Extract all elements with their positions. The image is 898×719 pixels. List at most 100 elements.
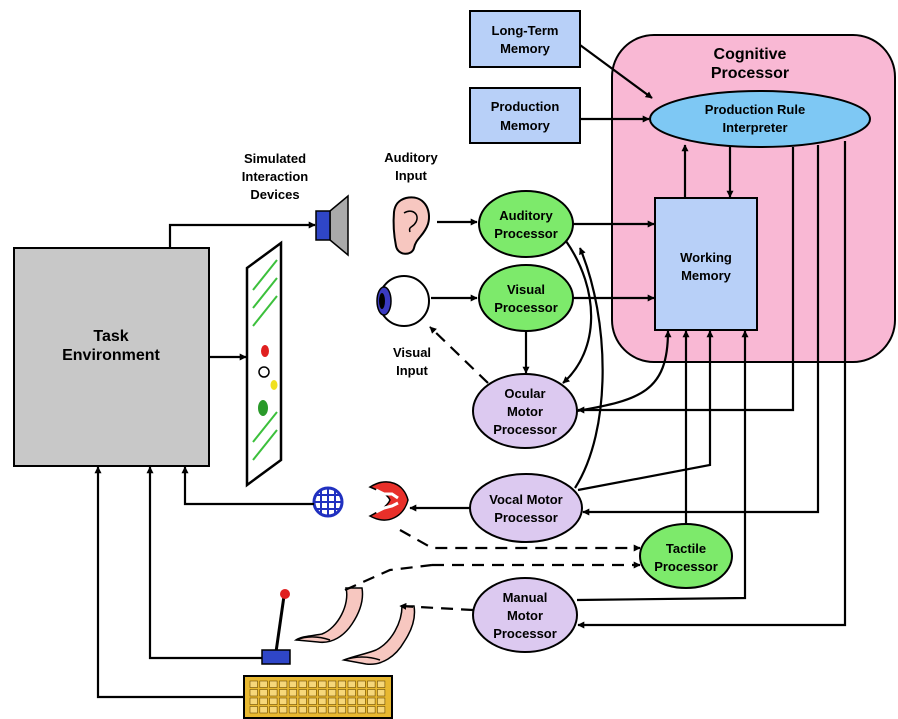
keyboard-key <box>347 697 356 705</box>
keyboard-key <box>328 689 337 697</box>
keyboard-key <box>298 680 307 688</box>
manual-motor-processor <box>472 577 578 653</box>
keyboard-key <box>259 706 268 714</box>
speaker-icon <box>315 194 349 257</box>
keyboard-key <box>337 706 347 714</box>
long-term-memory-box <box>469 10 581 68</box>
auditory-processor-label-2: Processor <box>494 226 558 241</box>
keyboard-key <box>357 697 366 705</box>
keyboard-key <box>347 680 356 688</box>
keyboard-key <box>318 706 327 714</box>
keyboard-key <box>288 680 298 688</box>
keyboard-key <box>308 680 317 688</box>
keyboard-key <box>249 689 258 697</box>
auditory-input-label-2: Input <box>395 168 427 183</box>
keyboard-key <box>308 706 317 714</box>
keyboard-key <box>318 689 327 697</box>
keyboard-key <box>377 706 386 714</box>
auditory-input-label-1: Auditory <box>384 150 438 165</box>
keyboard-key <box>259 697 268 705</box>
working-memory-label-1: Working <box>680 250 732 265</box>
keyboard-key <box>308 697 317 705</box>
keyboard-key <box>288 697 298 705</box>
vocal-motor-processor-label-2: Processor <box>494 510 558 525</box>
keyboard-key <box>367 706 376 714</box>
keyboard-key <box>249 697 258 705</box>
keyboard-key <box>328 697 337 705</box>
keyboard-key <box>357 689 366 697</box>
cognitive-processor-title-1: Cognitive <box>714 46 787 63</box>
microphone-icon <box>312 486 344 518</box>
task-environment-box <box>13 247 210 467</box>
keyboard-key <box>377 697 386 705</box>
keyboard-key <box>347 706 356 714</box>
tactile-processor-label-2: Processor <box>654 559 718 574</box>
keyboard-key <box>357 706 366 714</box>
keyboard-key <box>279 706 288 714</box>
auditory-processor <box>478 190 574 258</box>
keyboard-key <box>298 706 307 714</box>
auditory-processor-label-1: Auditory <box>499 208 553 223</box>
keyboard-key <box>269 697 278 705</box>
keyboard-key <box>298 689 307 697</box>
production-memory-box <box>469 87 581 144</box>
task-environment-label-2: Environment <box>62 347 160 364</box>
visual-input-label-2: Input <box>396 363 428 378</box>
cognitive-processor-title-2: Processor <box>711 65 789 82</box>
joystick-icon <box>261 589 291 665</box>
task-environment-label-1: Task <box>93 328 128 345</box>
tactile-processor-label-1: Tactile <box>666 541 706 556</box>
connection-arrows <box>94 44 847 699</box>
visual-input-label-1: Visual <box>393 345 431 360</box>
eye-icon <box>376 275 430 327</box>
keyboard-key <box>288 706 298 714</box>
simulated-devices-label-2: Interaction <box>242 169 309 184</box>
keyboard-key <box>367 689 376 697</box>
manual-motor-processor-label-2: Motor <box>507 608 543 623</box>
keyboard-key <box>259 680 268 688</box>
keyboard-key <box>347 689 356 697</box>
keyboard-key <box>377 689 386 697</box>
production-memory-label-1: Production <box>491 99 560 114</box>
keyboard-key <box>269 706 278 714</box>
keyboard-key <box>337 697 347 705</box>
keyboard-key <box>318 697 327 705</box>
keyboard-key <box>298 697 307 705</box>
visual-processor <box>478 264 574 332</box>
keyboard-key <box>318 680 327 688</box>
keyboard-key <box>337 689 347 697</box>
ocular-motor-processor-label-1: Ocular <box>504 386 545 401</box>
keyboard-key <box>259 689 268 697</box>
mouth-icon <box>368 481 409 521</box>
simulated-devices-label-1: Simulated <box>244 151 306 166</box>
manual-motor-processor-label-1: Manual <box>503 590 548 605</box>
keyboard-key <box>367 680 376 688</box>
keyboard-key <box>269 680 278 688</box>
keyboard-key <box>337 680 347 688</box>
keyboard-key <box>279 689 288 697</box>
visual-processor-label-2: Processor <box>494 300 558 315</box>
keyboard-key <box>328 680 337 688</box>
manual-motor-processor-label-3: Processor <box>493 626 557 641</box>
keyboard-key <box>279 697 288 705</box>
working-memory-box <box>654 197 758 331</box>
long-term-memory-label-2: Memory <box>500 41 551 56</box>
keyboard-key <box>288 689 298 697</box>
display-screen-icon <box>245 240 283 488</box>
keyboard-key <box>308 689 317 697</box>
vocal-motor-processor <box>469 473 583 543</box>
production-rule-interpreter-label-1: Production Rule <box>705 102 805 117</box>
hands-icon <box>293 587 416 665</box>
ocular-motor-processor-label-2: Motor <box>507 404 543 419</box>
keyboard-key <box>249 680 258 688</box>
keyboard-icon <box>243 675 393 719</box>
keyboard-key <box>328 706 337 714</box>
keyboard-key <box>357 680 366 688</box>
simulated-devices-label-3: Devices <box>250 187 299 202</box>
visual-processor-label-1: Visual <box>507 282 545 297</box>
keyboard-key <box>269 689 278 697</box>
production-rule-interpreter <box>649 90 871 148</box>
tactile-processor <box>639 523 733 589</box>
vocal-motor-processor-label-1: Vocal Motor <box>489 492 562 507</box>
